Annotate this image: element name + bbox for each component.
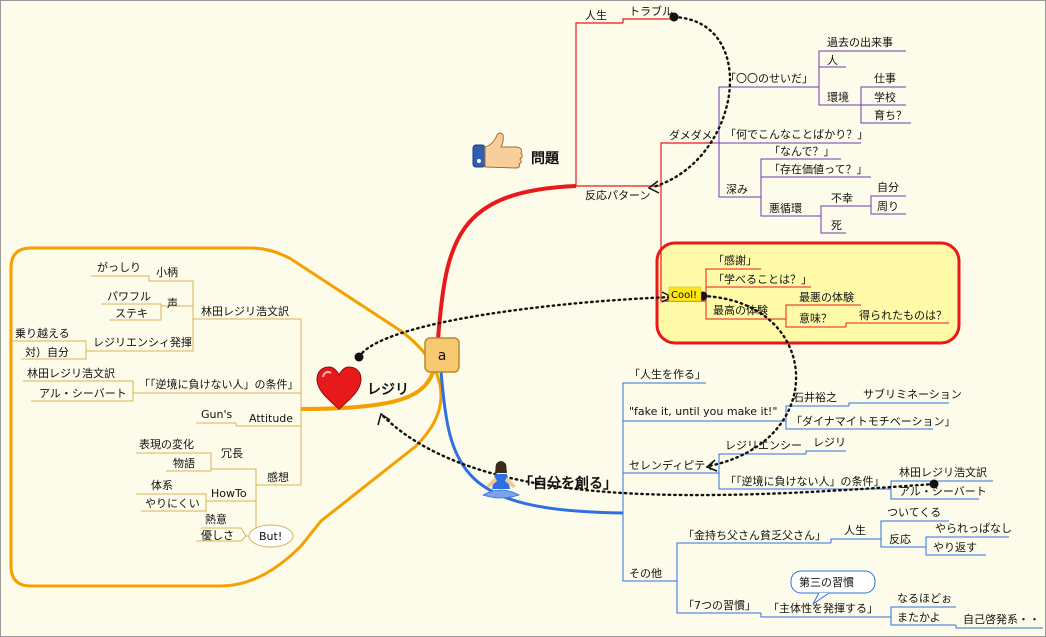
node-person[interactable]: 人 <box>827 54 838 67</box>
node-sheabert-2[interactable]: アル・シーバート <box>39 387 127 400</box>
node-seven-habits[interactable]: 「7つの習慣」 <box>683 598 756 612</box>
node-gained[interactable]: 得られたものは？ <box>859 309 947 322</box>
third-habit-bubble <box>790 570 876 594</box>
node-trouble[interactable]: トラブル <box>629 4 673 18</box>
node-subliminal[interactable]: サブリミネーション <box>863 387 962 401</box>
node-self-help[interactable]: 自己啓発系・・ <box>963 612 1040 626</box>
cool-tag[interactable] <box>668 286 702 302</box>
node-overcome[interactable]: 乗り越える <box>15 326 70 340</box>
node-worst-experience[interactable]: 最悪の体験 <box>799 290 854 304</box>
cool-tag-label: Cool! <box>671 290 697 301</box>
node-third-habit: 第三の習慣 <box>799 575 854 589</box>
node-depth[interactable]: 深み <box>726 183 748 196</box>
node-expression-change[interactable]: 表現の変化 <box>139 437 194 451</box>
node-attitude[interactable]: Attitude <box>249 412 293 425</box>
node-hayashida[interactable]: 林田レジリ浩文訳 <box>899 465 987 479</box>
relation-cool-serendipity <box>701 294 798 468</box>
node-past-events[interactable]: 過去の出来事 <box>827 35 893 49</box>
meditation-icon <box>482 461 520 499</box>
node-environment[interactable]: 環境 <box>827 90 849 104</box>
node-worth[interactable]: 「存在価値って？」 <box>769 162 867 176</box>
problem-title[interactable]: 問題 <box>531 151 560 167</box>
node-but[interactable]: But! <box>259 530 282 543</box>
relation-trouble-reaction <box>651 15 732 189</box>
node-conditions[interactable]: 「「逆境に負けない人」の条件」 <box>725 474 885 488</box>
central-node-label: a <box>438 348 447 364</box>
cool-boundary <box>655 241 961 345</box>
node-hayashida-translation[interactable]: 林田レジリ浩文訳 <box>201 304 289 318</box>
node-resilience-show[interactable]: レジリエンシィ発揮 <box>93 335 192 349</box>
node-learn[interactable]: 「学べることは？」 <box>713 272 812 286</box>
node-powerful[interactable]: パワフル <box>107 290 151 303</box>
but-bubble <box>248 524 294 548</box>
node-proactive[interactable]: 「主体性を発揮する」 <box>768 601 878 615</box>
node-conditions-2[interactable]: 「「逆境に負けない人」の条件」 <box>139 377 299 391</box>
node-i-see[interactable]: なるほどぉ <box>897 592 952 605</box>
node-misfortune[interactable]: 不幸 <box>831 192 853 205</box>
node-kindness[interactable]: 優しさ <box>201 529 234 542</box>
resilience-title[interactable]: レジリ <box>367 382 409 398</box>
node-why-always[interactable]: 「何でこんなことばかり？」 <box>725 128 868 141</box>
node-thanks[interactable]: 「感謝」 <box>713 253 757 267</box>
node-guns[interactable]: Gun's <box>201 408 232 421</box>
node-resilience[interactable]: レジリ <box>813 436 846 449</box>
node-koburi[interactable]: 小柄 <box>156 266 178 279</box>
node-work[interactable]: 仕事 <box>874 72 896 85</box>
node-vicious-cycle[interactable]: 悪循環 <box>769 202 802 215</box>
resilience-boundary <box>9 246 443 588</box>
node-suteki[interactable]: ステキ <box>115 307 148 320</box>
node-sheabert[interactable]: アル・シーバート <box>899 485 987 498</box>
node-life[interactable]: 人生 <box>585 8 607 22</box>
heart-icon <box>316 366 362 410</box>
node-damedame[interactable]: ダメダメ <box>669 128 712 142</box>
node-system[interactable]: 体系 <box>151 478 173 492</box>
node-upbringing[interactable]: 育ち？ <box>874 108 907 122</box>
node-school[interactable]: 学校 <box>874 90 896 104</box>
node-make-life[interactable]: 「人生を作る」 <box>629 367 706 381</box>
node-what-for[interactable]: 「なんで？」 <box>769 145 834 158</box>
node-gasshiri[interactable]: がっしり <box>97 260 141 274</box>
relation-resilience-cool <box>357 295 675 359</box>
problem-branch-line <box>436 184 577 340</box>
node-done-to[interactable]: やられっぱなし <box>935 522 1012 535</box>
node-serendipity[interactable]: セレンディピティ <box>629 458 716 472</box>
central-node[interactable] <box>424 337 460 373</box>
node-life-2[interactable]: 人生 <box>844 523 866 537</box>
thumbs-up-icon <box>472 132 523 169</box>
node-reaction-pattern[interactable]: 反応パターン <box>585 188 650 202</box>
node-hayashida-2[interactable]: 林田レジリ浩文訳 <box>27 366 115 380</box>
node-reaction[interactable]: 反応 <box>889 532 911 546</box>
resilience-branch-line <box>300 368 436 411</box>
node-blame[interactable]: 「〇〇のせいだ」 <box>725 72 813 85</box>
node-surroundings[interactable]: 周り <box>877 200 899 213</box>
node-dynamite[interactable]: 「ダイナマイトモチベーション」 <box>791 414 956 428</box>
node-other[interactable]: その他 <box>629 567 662 580</box>
node-howto[interactable]: HowTo <box>211 487 247 500</box>
node-impression[interactable]: 感想 <box>267 470 289 484</box>
node-meaning[interactable]: 意味？ <box>799 311 832 325</box>
node-ishii[interactable]: 石井裕之 <box>793 390 837 404</box>
node-vs-self[interactable]: 対）自分 <box>25 345 69 359</box>
node-best-experience[interactable]: 最高の体験 <box>713 303 768 317</box>
node-death[interactable]: 死 <box>831 219 842 232</box>
node-fake-it[interactable]: "fake it, until you make it!" <box>629 405 777 418</box>
create-title[interactable]: 「自分を創る」 <box>519 475 617 492</box>
node-resilience-label[interactable]: レジリエンシー <box>725 439 802 452</box>
node-story[interactable]: 物語 <box>173 456 195 470</box>
create-branch-line <box>439 370 624 515</box>
node-verbose[interactable]: 冗長 <box>221 447 243 460</box>
node-again-huh[interactable]: またかよ <box>897 611 940 624</box>
node-self[interactable]: 自分 <box>877 181 899 194</box>
node-voice[interactable]: 声 <box>167 296 178 310</box>
node-follows[interactable]: ついてくる <box>887 506 941 519</box>
relation-sheabert-resilience <box>381 414 936 497</box>
node-fight-back[interactable]: やり返す <box>933 541 977 554</box>
node-rich-dad[interactable]: 「金持ち父さん貧乏父さん」 <box>683 528 826 542</box>
node-hard[interactable]: やりにくい <box>145 497 200 510</box>
node-passion[interactable]: 熱意 <box>205 512 227 526</box>
